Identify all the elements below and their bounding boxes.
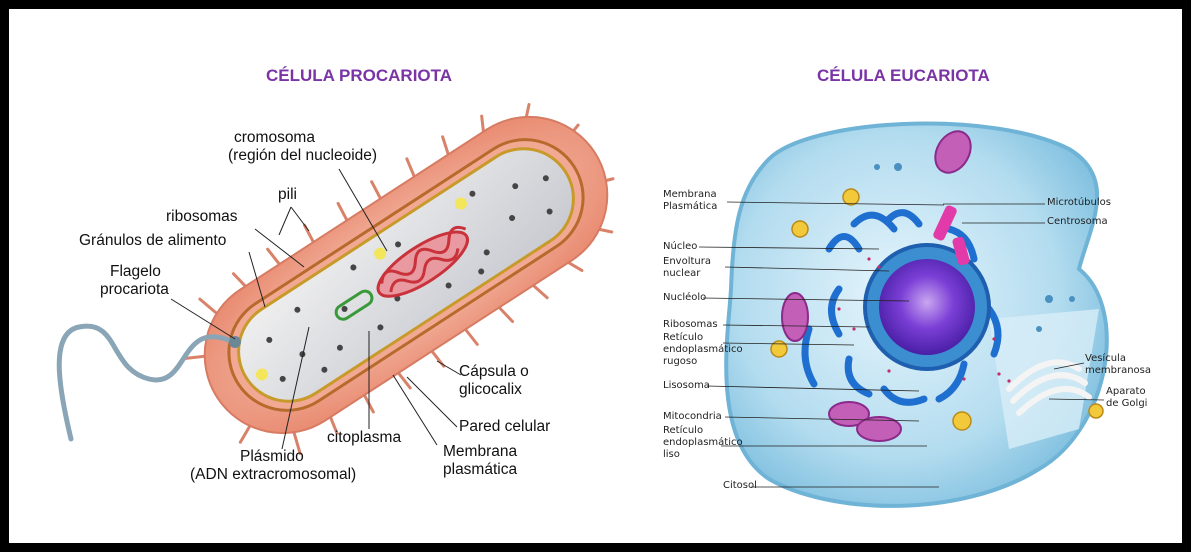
label-envoltura: Envoltura nuclear	[663, 256, 711, 280]
label-plasmido: Plásmido (ADN extracromosomal)	[190, 448, 356, 484]
label-rel: Retículo endoplasmático liso	[663, 425, 743, 461]
label-pili: pili	[278, 186, 297, 204]
label-nucleo: Núcleo	[663, 241, 697, 253]
label-membrana-plasmatica: Membrana Plasmática	[663, 189, 717, 213]
label-vesicula: Vesícula membranosa	[1085, 353, 1151, 377]
label-ribosomas: ribosomas	[166, 208, 238, 226]
label-ribosomas-eu: Ribosomas	[663, 319, 718, 331]
label-mitocondria: Mitocondria	[663, 411, 722, 423]
label-nucleolo: Nucléolo	[663, 292, 706, 304]
figure-frame: CÉLULA PROCARIOTA CÉLULA EUCARIOTA cromo…	[9, 9, 1182, 543]
label-capsula: Cápsula o glicocalix	[459, 363, 529, 399]
label-citoplasma: citoplasma	[327, 429, 401, 447]
cell-illustrations	[9, 9, 1182, 543]
label-cromosoma: cromosoma (región del nucleoide)	[228, 129, 377, 165]
label-golgi: Aparato de Golgi	[1106, 386, 1147, 410]
label-pared: Pared celular	[459, 418, 550, 436]
label-flagelo: Flagelo procariota	[100, 263, 169, 299]
label-rer: Retículo endoplasmático rugoso	[663, 332, 743, 368]
label-membrana: Membrana plasmática	[443, 443, 517, 479]
label-citosol: Citosol	[723, 480, 757, 492]
label-microtubulos: Microtúbulos	[1047, 197, 1111, 209]
label-granulos: Gránulos de alimento	[79, 232, 226, 250]
label-centrosoma: Centrosoma	[1047, 216, 1108, 228]
label-lisosoma: Lisosoma	[663, 380, 710, 392]
eukaryote-title: CÉLULA EUCARIOTA	[817, 66, 990, 86]
prokaryote-title: CÉLULA PROCARIOTA	[266, 66, 452, 86]
eukaryote-cell	[726, 124, 1107, 506]
